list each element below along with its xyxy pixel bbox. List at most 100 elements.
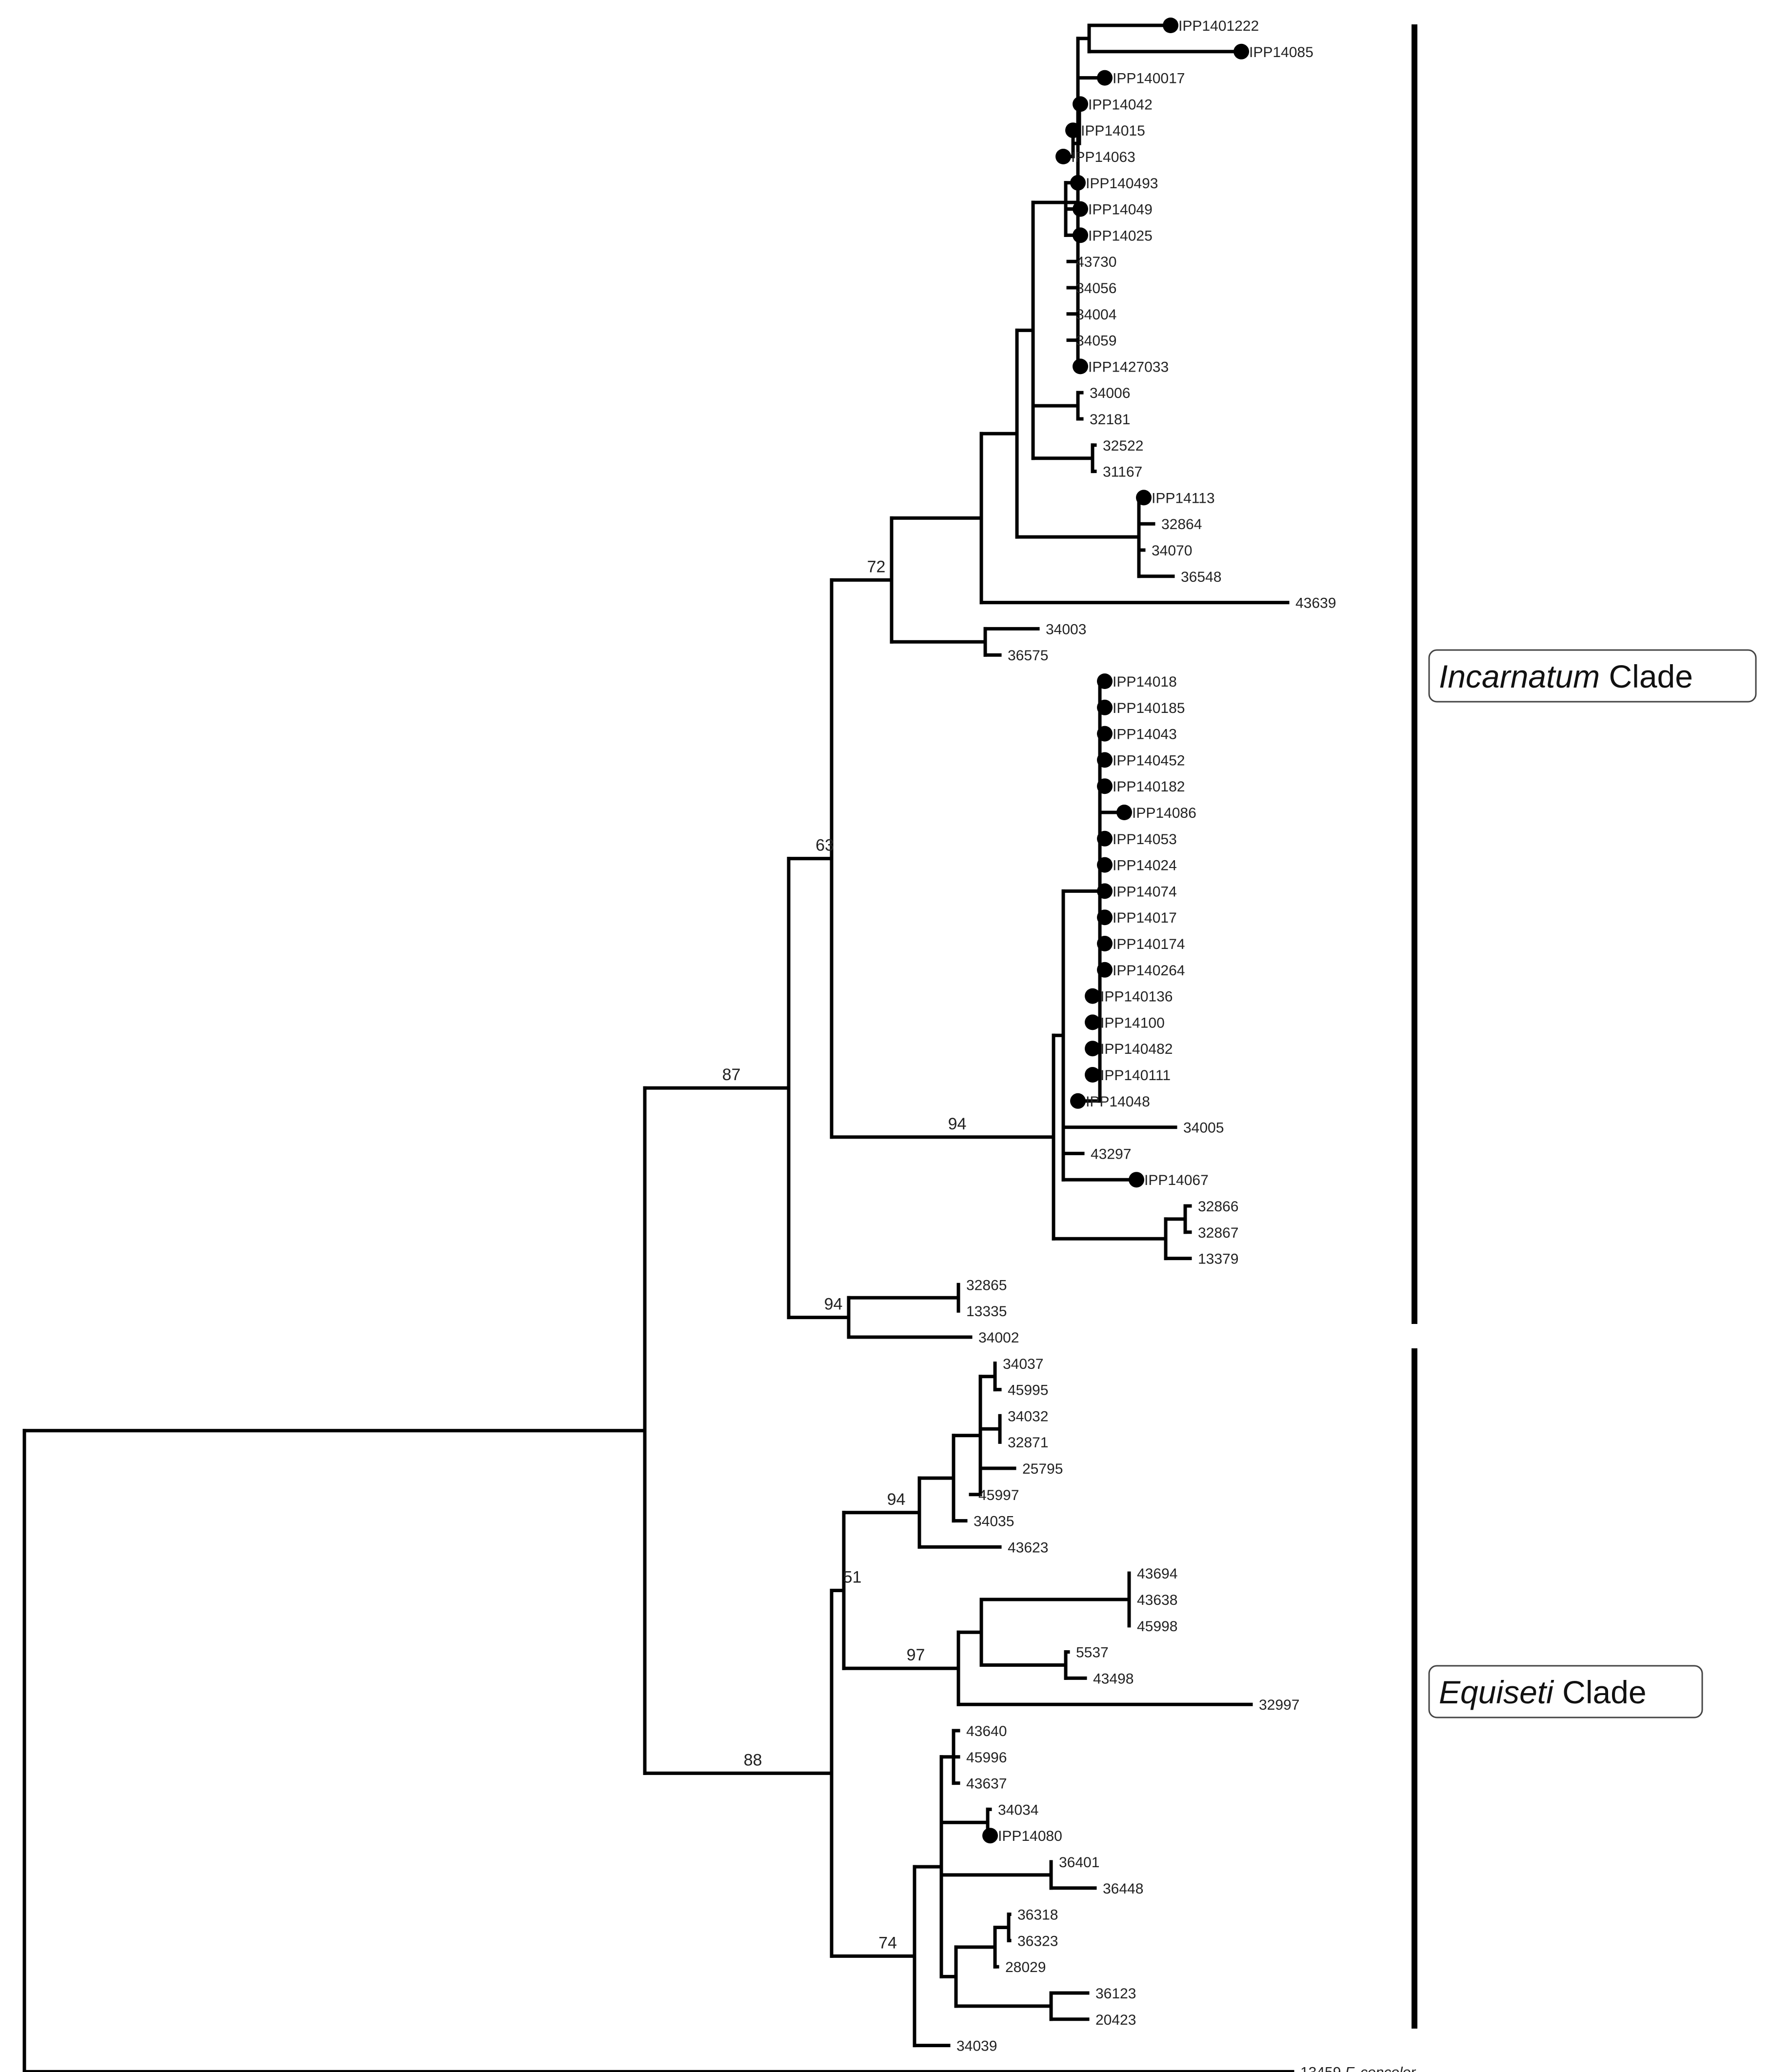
leaf-label: 5537 xyxy=(1076,1645,1109,1661)
leaf-label: IPP14067 xyxy=(1144,1172,1209,1188)
leaf-label: IPP14113 xyxy=(1152,490,1215,506)
leaf-marker-dot xyxy=(1097,70,1113,86)
leaf-label: IPP140017 xyxy=(1113,71,1185,87)
leaf-label: 43498 xyxy=(1093,1671,1134,1687)
leaf-marker-dot xyxy=(1097,673,1113,689)
leaf-label: IPP14049 xyxy=(1088,202,1153,218)
bootstrap-value: 51 xyxy=(843,1568,862,1587)
leaf-marker-dot xyxy=(1097,936,1113,951)
leaf-label: IPP140482 xyxy=(1100,1041,1173,1057)
leaf-label: 43297 xyxy=(1091,1146,1131,1162)
leaf-label: 32864 xyxy=(1161,516,1202,533)
leaf-label: 43638 xyxy=(1137,1592,1177,1608)
leaf-label: IPP14015 xyxy=(1081,123,1145,139)
leaf-label: 34006 xyxy=(1090,385,1130,401)
bootstrap-value: 87 xyxy=(722,1066,741,1084)
leaf-marker-dot xyxy=(1065,122,1081,138)
clade-name: Equiseti xyxy=(1439,1674,1554,1710)
clade-label-text: Incarnatum Clade xyxy=(1439,658,1693,694)
leaf-label: 34039 xyxy=(956,2038,997,2054)
leaf-label: 32871 xyxy=(1008,1435,1048,1451)
leaf-label: IPP14086 xyxy=(1132,805,1196,821)
leaf-marker-dot xyxy=(1070,175,1086,191)
clade-label-incarnatum: Incarnatum Clade xyxy=(1428,649,1757,703)
tree-markers xyxy=(982,18,1249,1844)
leaf-label: 13335 xyxy=(966,1303,1007,1320)
leaf-marker-dot xyxy=(1116,805,1132,820)
leaf-label: IPP140452 xyxy=(1113,752,1185,769)
leaf-label: IPP14018 xyxy=(1113,674,1177,690)
leaf-label: 34004 xyxy=(1076,307,1116,323)
leaf-label: IPP14080 xyxy=(998,1828,1062,1844)
leaf-label: IPP1427033 xyxy=(1088,359,1169,375)
leaf-label: 45995 xyxy=(1008,1382,1048,1399)
leaf-label: IPP140111 xyxy=(1100,1067,1171,1084)
bootstrap-value: 94 xyxy=(824,1295,843,1314)
leaf-marker-dot xyxy=(1073,96,1088,112)
clade-suffix: Clade xyxy=(1600,658,1693,694)
leaf-label: IPP1401222 xyxy=(1178,18,1259,34)
leaf-marker-dot xyxy=(1085,988,1100,1004)
leaf-marker-dot xyxy=(1097,830,1113,847)
species-name: F. concolor xyxy=(1341,2064,1416,2072)
leaf-label: 43694 xyxy=(1137,1566,1177,1582)
leaf-label: IPP140264 xyxy=(1113,963,1185,979)
leaf-label: 20423 xyxy=(1095,2012,1136,2028)
clade-name: Incarnatum xyxy=(1439,658,1600,694)
leaf-marker-dot xyxy=(1097,778,1113,794)
leaf-marker-dot xyxy=(1085,1041,1100,1057)
leaf-label: IPP14025 xyxy=(1088,228,1153,244)
leaf-label: 13379 xyxy=(1198,1251,1238,1267)
clade-label-box xyxy=(1428,1665,1703,1718)
leaf-label: IPP14024 xyxy=(1113,858,1177,874)
clade-label-box xyxy=(1428,649,1757,703)
leaf-label: 45996 xyxy=(966,1750,1007,1766)
leaf-label: 13459 F. concolor xyxy=(1300,2064,1416,2072)
leaf-label: 36123 xyxy=(1095,1986,1136,2002)
leaf-label: 25795 xyxy=(1022,1461,1063,1477)
tree-leaf-labels: IPP1401222IPP14085IPP140017IPP14042IPP14… xyxy=(956,18,1416,2072)
leaf-marker-dot xyxy=(1097,883,1113,899)
leaf-marker-dot xyxy=(1055,149,1071,164)
leaf-label: IPP140136 xyxy=(1100,989,1173,1005)
bootstrap-value: 72 xyxy=(867,557,886,576)
leaf-label: 34002 xyxy=(978,1330,1019,1346)
bootstrap-value: 63 xyxy=(816,836,834,855)
leaf-label: 34037 xyxy=(1003,1356,1043,1372)
leaf-label: 32865 xyxy=(966,1277,1007,1293)
leaf-label: 32867 xyxy=(1198,1225,1238,1241)
leaf-label: 31167 xyxy=(1103,464,1142,480)
leaf-marker-dot xyxy=(1085,1067,1100,1083)
leaf-marker-dot xyxy=(1129,1172,1144,1188)
leaf-label: IPP14048 xyxy=(1086,1094,1150,1110)
leaf-label: IPP14074 xyxy=(1113,884,1177,900)
leaf-marker-dot xyxy=(1163,18,1178,33)
leaf-label: 36548 xyxy=(1181,569,1221,585)
leaf-marker-dot xyxy=(982,1828,998,1844)
leaf-label: 34034 xyxy=(998,1802,1038,1818)
leaf-label: 32522 xyxy=(1103,438,1143,454)
leaf-marker-dot xyxy=(1097,857,1113,873)
leaf-label: 34035 xyxy=(974,1514,1014,1530)
leaf-marker-dot xyxy=(1070,1093,1086,1109)
leaf-marker-dot xyxy=(1097,909,1113,926)
leaf-label: IPP14100 xyxy=(1100,1015,1165,1031)
leaf-label: 43640 xyxy=(966,1723,1007,1739)
leaf-marker-dot xyxy=(1097,752,1113,768)
clade-label-text: Equiseti Clade xyxy=(1439,1674,1647,1710)
leaf-marker-dot xyxy=(1097,699,1113,715)
leaf-label: IPP14053 xyxy=(1113,831,1177,848)
leaf-label: 34032 xyxy=(1008,1408,1048,1424)
clade-label-equiseti: Equiseti Clade xyxy=(1428,1665,1703,1718)
leaf-label: IPP140493 xyxy=(1086,176,1158,192)
leaf-marker-dot xyxy=(1234,43,1249,59)
leaf-label: 34070 xyxy=(1152,543,1192,559)
leaf-label: 36448 xyxy=(1103,1881,1143,1897)
leaf-label: 34003 xyxy=(1046,621,1086,637)
leaf-label: IPP14085 xyxy=(1249,44,1313,60)
leaf-label: 28029 xyxy=(1005,1959,1046,1975)
leaf-label: IPP140174 xyxy=(1113,936,1185,952)
leaf-label: 36401 xyxy=(1059,1855,1099,1871)
